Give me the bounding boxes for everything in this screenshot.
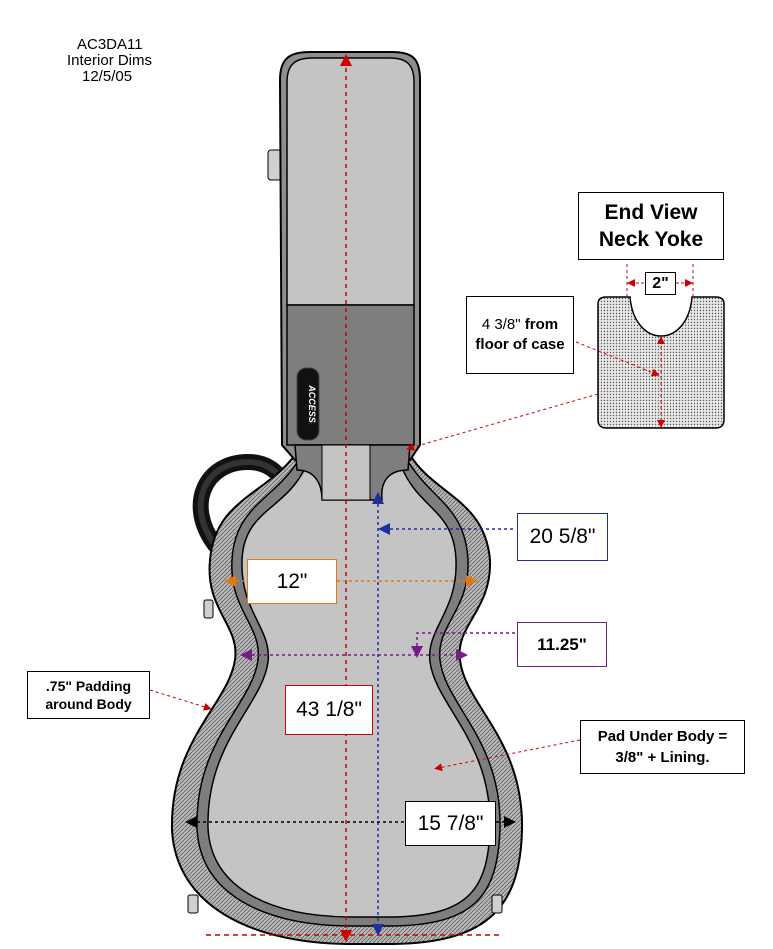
brand-text: ACCESS	[307, 384, 317, 423]
end-view-title: End View Neck Yoke	[578, 192, 724, 260]
lower-bout-label: 15 7/8"	[405, 801, 496, 846]
junction-leader	[406, 393, 599, 451]
yoke-note-leader	[575, 341, 660, 377]
padding-leader	[149, 689, 212, 711]
side-latch-icon	[203, 599, 214, 619]
neck-interior	[286, 57, 415, 306]
waist-label: 11.25"	[517, 622, 607, 667]
yoke-height-value: 4 3/8"	[481, 316, 521, 333]
lower-depth-label: 20 5/8"	[517, 513, 608, 561]
model-label: AC3DA11	[77, 36, 143, 53]
yoke-height-text: from floor of case	[475, 316, 565, 353]
end-view-title-line1: End View	[604, 201, 698, 224]
bottom-latch-icon	[187, 894, 199, 914]
pad-under-line1: Pad Under Body =	[597, 728, 728, 745]
subtitle-label: Interior Dims	[67, 52, 153, 69]
yoke-height-note: 4 3/8" from floor of case	[466, 296, 574, 374]
upper-bout-label: 12"	[247, 559, 337, 604]
yoke-width-label: 2"	[645, 272, 676, 295]
pad-under-note: Pad Under Body = 3/8" + Lining.	[580, 720, 745, 774]
pad-under-line2: 3/8" + Lining.	[615, 749, 710, 766]
padding-note: .75" Padding around Body	[27, 671, 150, 719]
end-view-title-line2: Neck Yoke	[598, 228, 704, 251]
brand-badge	[296, 367, 320, 441]
pad-under-leader	[434, 739, 581, 772]
date-label: 12/5/05	[82, 68, 133, 85]
waist-leader	[411, 632, 515, 658]
overall-length-label: 43 1/8"	[285, 685, 373, 735]
bottom-latch-icon	[491, 894, 503, 914]
